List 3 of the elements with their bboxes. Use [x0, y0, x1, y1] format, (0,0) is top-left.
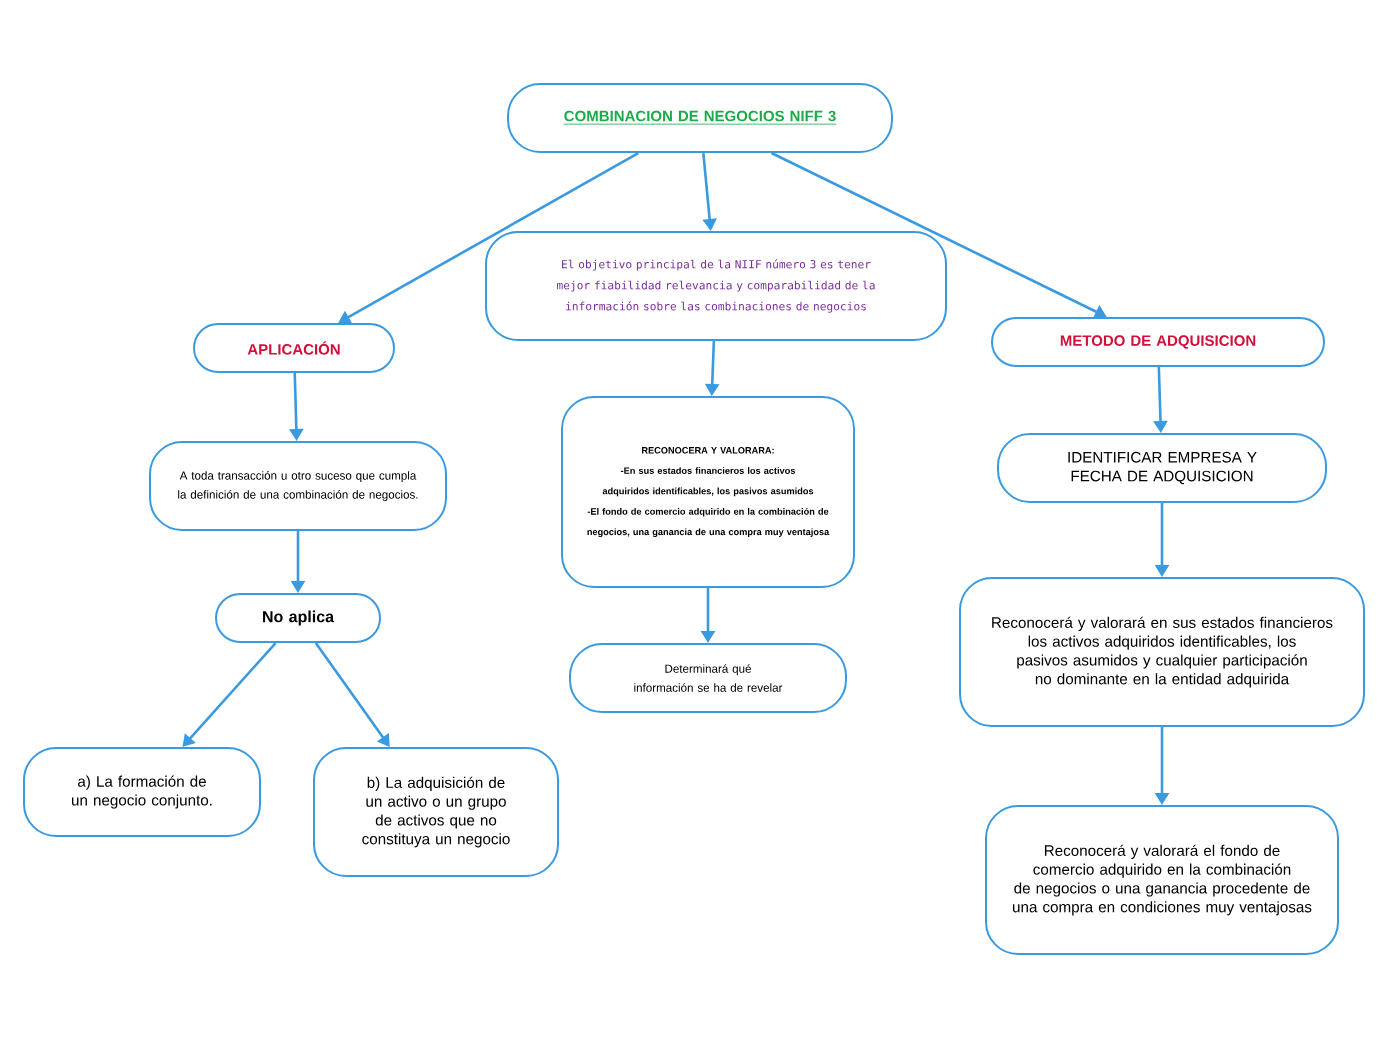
arrow	[314, 642, 390, 747]
arrow	[182, 642, 277, 747]
content-box: No aplica	[215, 593, 381, 643]
